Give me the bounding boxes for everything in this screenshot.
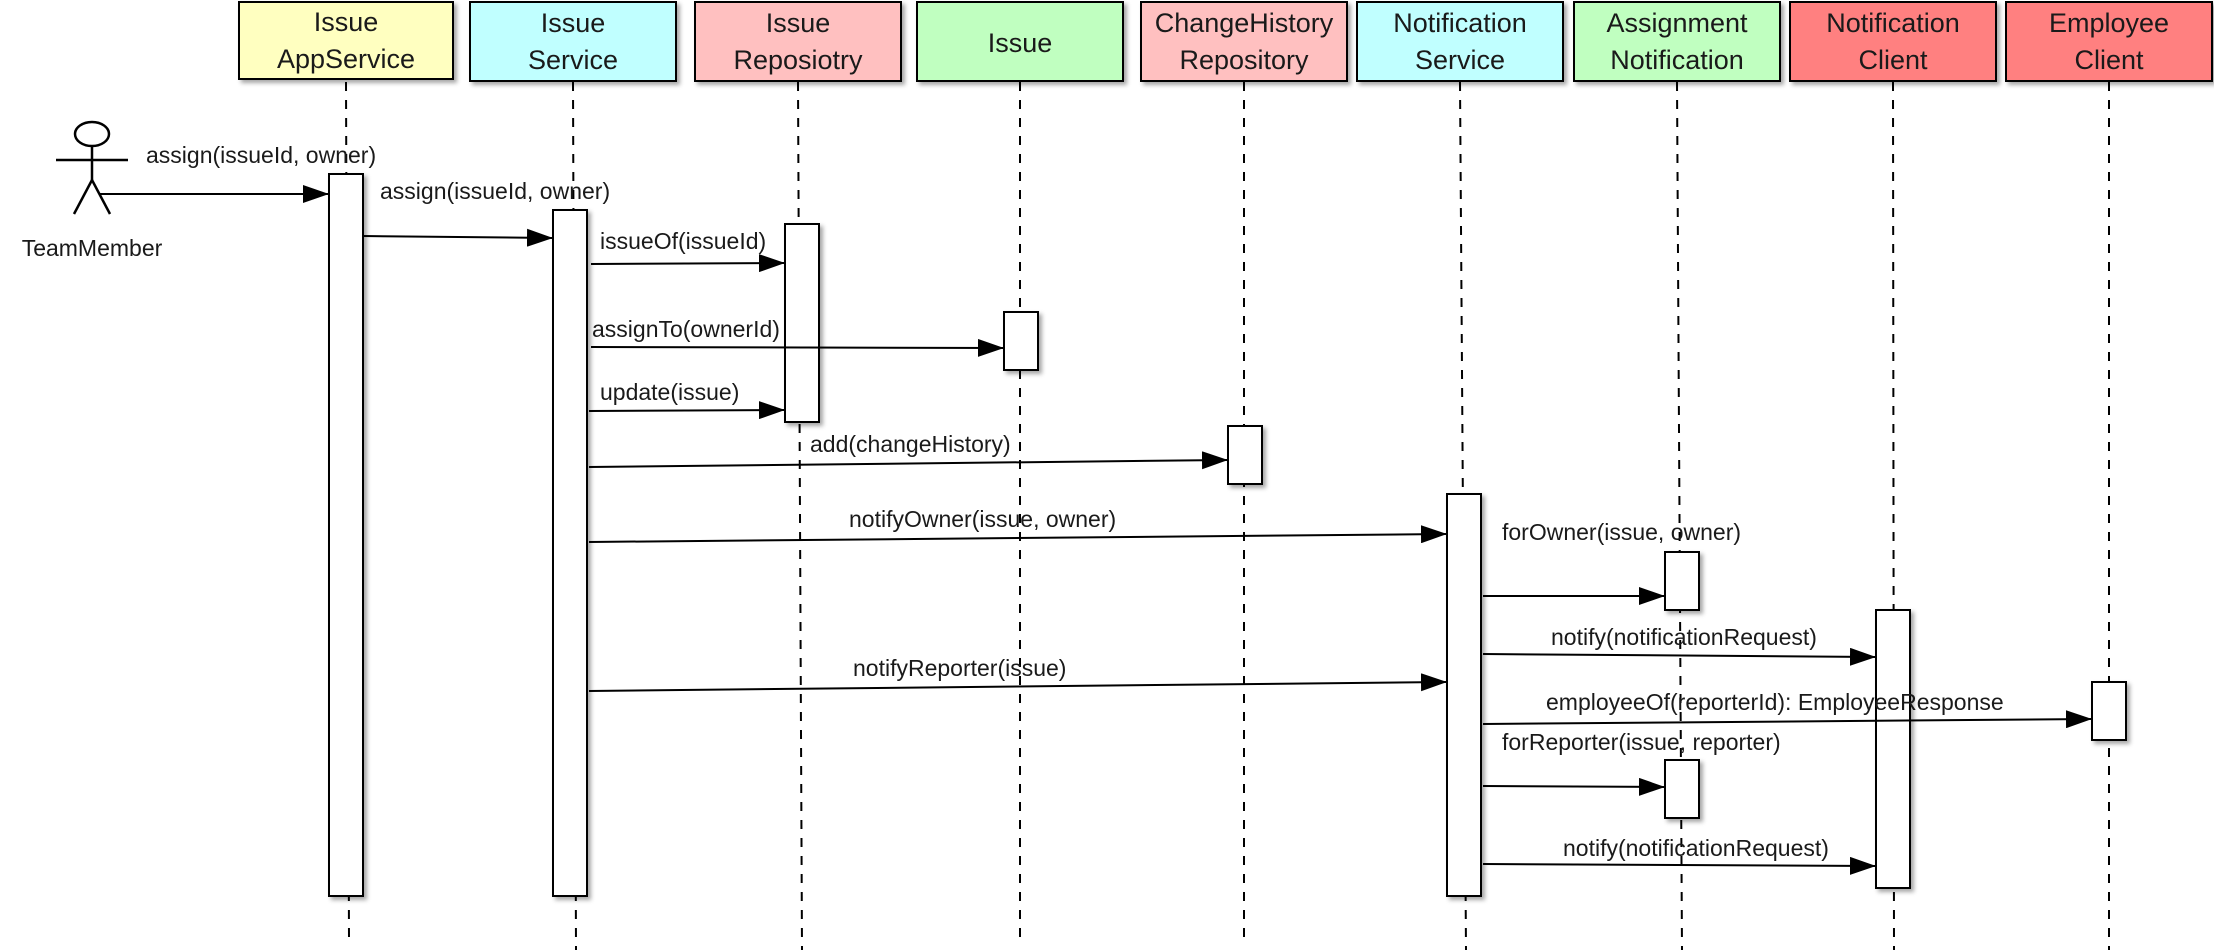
actor-team-member: TeamMember — [22, 120, 163, 261]
participant-appsvc-line1: Issue — [314, 7, 379, 37]
participant-issvc-line2: Service — [528, 45, 618, 75]
participant-empcli: Employee Client — [2005, 1, 2213, 82]
participant-repo: Issue Reposiotry — [694, 1, 902, 82]
message-5: update(issue) — [588, 379, 785, 420]
participant-issvc-line1: Issue — [541, 8, 606, 38]
message-arrow — [588, 525, 1447, 544]
participant-issue: Issue — [916, 1, 1124, 82]
participant-notsvc-line2: Service — [1415, 45, 1505, 75]
participant-empcli-line1: Employee — [2049, 8, 2169, 38]
participant-notcli-line2: Client — [1858, 45, 1928, 75]
participant-appsvc: Issue AppService — [238, 1, 454, 80]
message-label: update(issue) — [600, 379, 739, 405]
message-label: forOwner(issue, owner) — [1502, 519, 1741, 545]
participant-chrepo-line2: Repository — [1179, 45, 1309, 75]
participant-notcli-line1: Notification — [1826, 8, 1960, 38]
message-arrow — [362, 228, 553, 247]
activation-assign-reporter — [1664, 759, 1700, 819]
message-label: notifyOwner(issue, owner) — [849, 506, 1116, 532]
participant-repo-line2: Reposiotry — [733, 45, 863, 75]
message-arrow — [590, 254, 785, 273]
message-6: add(changeHistory) — [588, 431, 1228, 470]
activation-issue — [1003, 311, 1039, 371]
message-7: notifyOwner(issue, owner) — [588, 506, 1447, 544]
activation-assign-owner — [1664, 551, 1700, 611]
message-arrow — [1482, 856, 1876, 875]
message-arrow — [588, 673, 1447, 692]
message-label: assign(issueId, owner) — [146, 142, 376, 168]
participant-assign: Assignment Notification — [1573, 1, 1781, 82]
message-1: assign(issueId, owner) — [100, 142, 376, 203]
activation-issvc — [552, 209, 588, 897]
activation-repo — [784, 223, 820, 423]
message-label: notify(notificationRequest) — [1551, 624, 1817, 650]
message-arrow — [588, 451, 1228, 470]
message-arrow — [1482, 777, 1665, 796]
message-4: assignTo(ownerId) — [590, 316, 1004, 357]
participant-repo-line1: Issue — [766, 8, 831, 38]
lifeline-repo — [797, 81, 803, 950]
participant-notsvc: Notification Service — [1356, 1, 1564, 82]
activation-notsvc — [1446, 493, 1482, 897]
message-arrow — [590, 338, 1004, 357]
message-label: employeeOf(reporterId): EmployeeResponse — [1546, 689, 2004, 715]
message-label: notifyReporter(issue) — [853, 655, 1066, 681]
participant-empcli-line2: Client — [2074, 45, 2144, 75]
activation-notcli — [1875, 609, 1911, 889]
actor-name: TeamMember — [22, 235, 163, 261]
message-9: notify(notificationRequest) — [1482, 624, 1876, 666]
message-10: notifyReporter(issue) — [588, 655, 1447, 692]
lifeline-assign — [1676, 81, 1683, 950]
message-2: assign(issueId, owner) — [362, 178, 610, 247]
message-11: employeeOf(reporterId): EmployeeResponse — [1482, 689, 2092, 729]
message-label: forReporter(issue, reporter) — [1502, 729, 1781, 755]
message-label: assign(issueId, owner) — [380, 178, 610, 204]
participant-chrepo-line1: ChangeHistory — [1155, 8, 1334, 38]
message-label: assignTo(ownerId) — [592, 316, 780, 342]
message-12: forReporter(issue, reporter) — [1482, 729, 1781, 796]
message-13: notify(notificationRequest) — [1482, 835, 1876, 875]
participant-issue-line1: Issue — [988, 28, 1053, 58]
participant-chrepo: ChangeHistory Repository — [1140, 1, 1348, 82]
message-arrow — [1482, 647, 1876, 666]
stick-figure-icon — [56, 120, 128, 215]
participant-notcli: Notification Client — [1789, 1, 1997, 82]
activation-appsvc — [328, 173, 364, 897]
participant-notsvc-line1: Notification — [1393, 8, 1527, 38]
message-arrow — [1482, 710, 2092, 729]
message-label: issueOf(issueId) — [600, 228, 766, 254]
participant-appsvc-line2: AppService — [277, 44, 415, 74]
activation-chrepo — [1227, 425, 1263, 485]
participant-assign-line1: Assignment — [1606, 8, 1748, 38]
message-label: add(changeHistory) — [810, 431, 1011, 457]
participant-issvc: Issue Service — [469, 1, 677, 82]
participant-assign-line2: Notification — [1610, 45, 1744, 75]
message-label: notify(notificationRequest) — [1563, 835, 1829, 861]
message-3: issueOf(issueId) — [590, 228, 785, 273]
activation-empcli — [2091, 681, 2127, 741]
message-arrow — [588, 401, 785, 420]
message-8: forOwner(issue, owner) — [1483, 519, 1741, 605]
